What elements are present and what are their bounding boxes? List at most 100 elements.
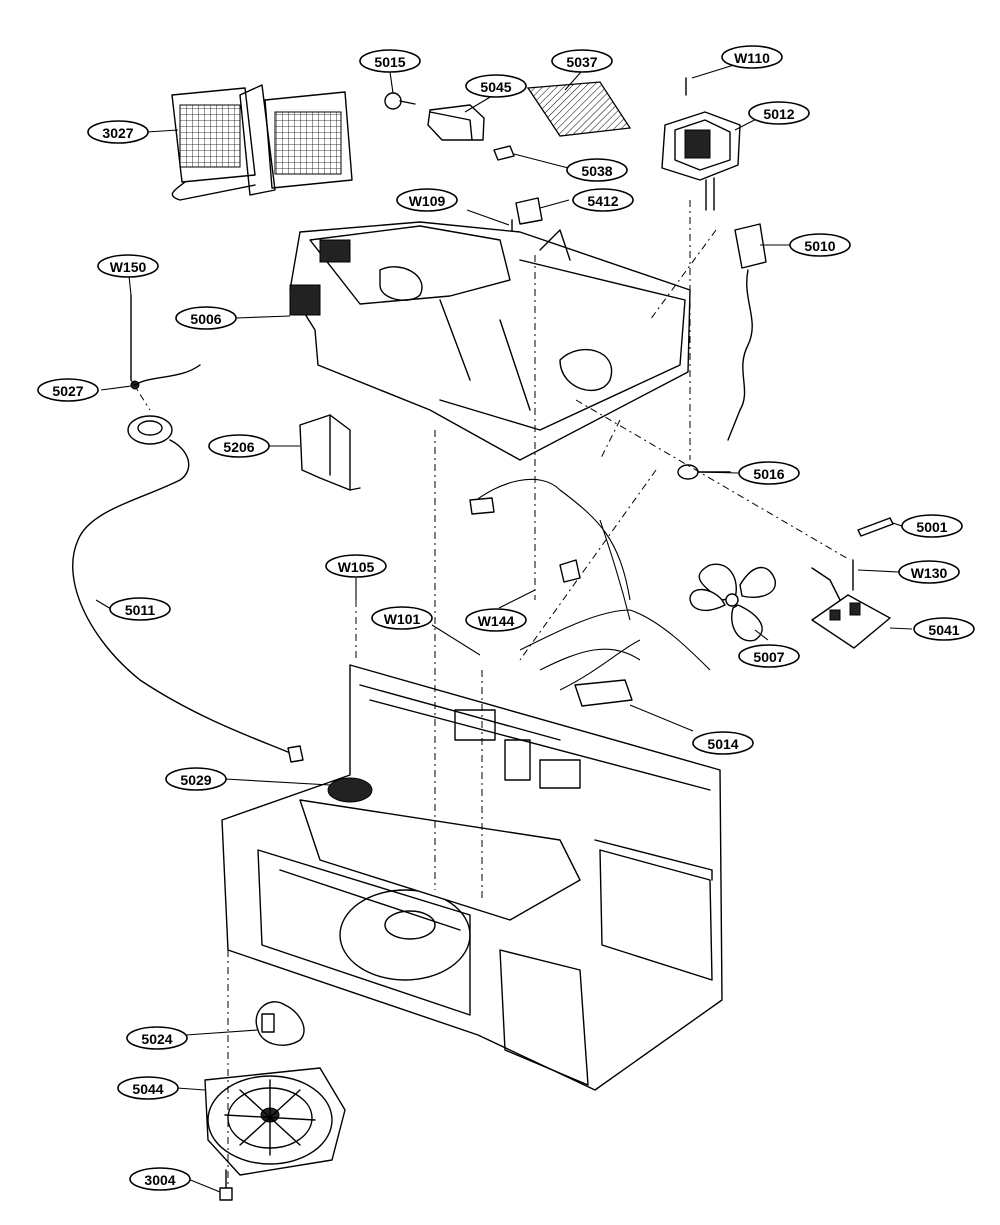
callout-text: 5016: [753, 466, 784, 482]
callout-ellipse: [748, 101, 810, 125]
callout-5044: 5044: [117, 1076, 179, 1100]
part-5012-magnetron: [661, 77, 741, 211]
callout-text: 5037: [566, 54, 597, 70]
callout-5015: 5015: [359, 49, 421, 73]
part-5024-coupler: [255, 1001, 305, 1046]
part-lamp-and-bracket: [384, 81, 632, 161]
callout-text: 5011: [125, 602, 156, 618]
callout-text: 5206: [223, 439, 254, 455]
callout-w101: W101: [371, 606, 433, 630]
part-5044-motor: [204, 1067, 346, 1176]
callout-ellipse: [359, 49, 421, 73]
callout-5010: 5010: [789, 233, 851, 257]
callout-text: W101: [384, 611, 421, 627]
part-5041-board: [811, 517, 894, 649]
callout-w109: W109: [396, 188, 458, 212]
callout-5037: 5037: [551, 49, 613, 73]
callout-ellipse: [721, 45, 783, 69]
callout-text: W150: [110, 259, 147, 275]
callout-ellipse: [572, 188, 634, 212]
callout-ellipse: [789, 233, 851, 257]
callout-text: 3027: [102, 125, 133, 141]
part-5011-cord-and-light: [72, 294, 304, 763]
callout-text: 5006: [190, 311, 221, 327]
callout-5007: 5007: [738, 644, 800, 668]
callout-ellipse: [738, 644, 800, 668]
callout-5412: 5412: [572, 188, 634, 212]
callout-ellipse: [566, 158, 628, 182]
callout-5038: 5038: [566, 158, 628, 182]
callout-w144: W144: [465, 608, 527, 632]
callout-text: 5038: [581, 163, 612, 179]
callout-text: 3004: [144, 1172, 175, 1188]
part-cavity-frame: [221, 664, 723, 1091]
callout-w130: W130: [898, 560, 960, 584]
callout-text: W130: [911, 565, 948, 581]
callout-5045: 5045: [465, 74, 527, 98]
callout-w105: W105: [325, 554, 387, 578]
callout-5006: 5006: [175, 306, 237, 330]
assembly-guide-lines: [130, 200, 851, 1185]
callout-5012: 5012: [748, 101, 810, 125]
callout-ellipse: [129, 1167, 191, 1191]
callout-ellipse: [901, 514, 963, 538]
callout-ellipse: [117, 1076, 179, 1100]
callout-ellipse: [898, 560, 960, 584]
callout-text: 5007: [753, 649, 784, 665]
callout-text: W110: [734, 50, 770, 66]
callout-text: W105: [338, 559, 375, 575]
callout-ellipse: [692, 731, 754, 755]
callout-text: 5001: [916, 519, 947, 535]
callout-ellipse: [371, 606, 433, 630]
callout-ellipse: [913, 617, 975, 641]
part-5010-power-cord: [727, 223, 767, 441]
callout-ellipse: [465, 74, 527, 98]
callout-text: 5044: [132, 1081, 163, 1097]
callout-leader-lines: [95, 59, 913, 1193]
callout-ellipse: [738, 461, 800, 485]
callout-ellipse: [325, 554, 387, 578]
callout-ellipse: [165, 767, 227, 791]
callout-5206: 5206: [208, 434, 270, 458]
callout-ellipse: [87, 120, 149, 144]
callout-ellipse: [109, 597, 171, 621]
callout-ellipse: [465, 608, 527, 632]
callout-text: 5015: [374, 54, 405, 70]
callout-5011: 5011: [109, 597, 171, 621]
part-3004-screw: [219, 1169, 233, 1201]
callout-ellipse: [396, 188, 458, 212]
callout-text: 5014: [707, 736, 738, 752]
callout-5001: 5001: [901, 514, 963, 538]
callout-w110: W110: [721, 45, 783, 69]
callout-w150: W150: [97, 254, 159, 278]
callout-text: 5029: [180, 772, 211, 788]
callout-3004: 3004: [129, 1167, 191, 1191]
callout-ellipse: [208, 434, 270, 458]
callout-text: 5412: [587, 193, 618, 209]
callout-text: W144: [478, 613, 515, 629]
callout-text: 5045: [480, 79, 511, 95]
part-3027-heater-assembly: [171, 84, 353, 201]
callout-ellipse: [37, 378, 99, 402]
callout-text: 5012: [763, 106, 794, 122]
part-5014-wire-harness: [469, 478, 711, 707]
part-5206-bracket: [299, 414, 361, 491]
part-5006-chassis: [289, 221, 691, 461]
callout-5014: 5014: [692, 731, 754, 755]
callout-5024: 5024: [126, 1026, 188, 1050]
part-5007-fan-blade: [689, 563, 776, 642]
callout-ellipse: [97, 254, 159, 278]
callout-text: W109: [409, 193, 446, 209]
callout-5029: 5029: [165, 767, 227, 791]
callout-5041: 5041: [913, 617, 975, 641]
callout-text: 5027: [52, 383, 83, 399]
callout-ellipse: [551, 49, 613, 73]
callout-ellipse: [126, 1026, 188, 1050]
callout-text: 5041: [928, 622, 959, 638]
callout-5016: 5016: [738, 461, 800, 485]
callout-3027: 3027: [87, 120, 149, 144]
callout-ellipse: [175, 306, 237, 330]
callout-text: 5024: [141, 1031, 172, 1047]
